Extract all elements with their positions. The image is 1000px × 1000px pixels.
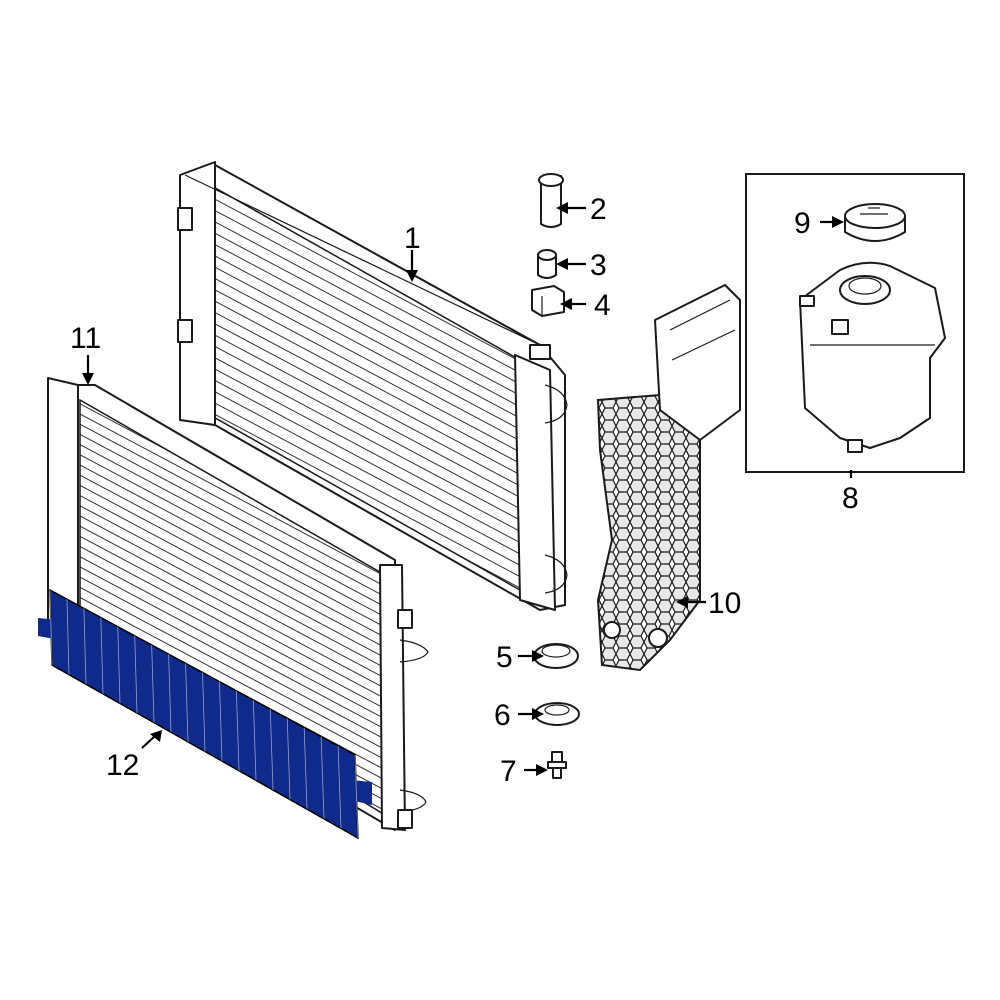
deflector-rib [219,681,223,762]
deflector-rib [269,709,274,790]
deflector-rib [320,736,325,819]
deflector-rib [66,599,70,675]
reservoir-group-box [745,173,965,473]
deflector-rib [337,745,342,829]
callout-3: 3 [590,249,607,282]
leader-lines [82,202,853,776]
deflector-rib [252,699,257,781]
deflector-rib [168,654,172,733]
deflector-rib [235,690,240,771]
deflector-rib [100,617,104,694]
grommet-part-5 [533,643,579,669]
bolt-part-7 [547,751,567,779]
deflector-rib [49,589,53,666]
callout-7: 7 [500,755,517,788]
deflector-rib [185,663,189,742]
deflector-rib [286,718,291,800]
callout-6: 6 [494,699,511,732]
callout-11: 11 [70,322,101,355]
callout-9: 9 [794,207,811,240]
deflector-rib [117,626,121,704]
reservoir-cap [844,203,906,242]
callout-1: 1 [404,222,421,255]
bracket-part-4 [531,285,565,317]
callout-10: 10 [708,587,741,620]
radiator [177,161,568,611]
deflector-rib [354,754,359,839]
callout-12: 12 [106,749,139,782]
air-deflector-highlighted [38,588,372,840]
deflector-rib [151,644,155,723]
callout-2: 2 [590,193,607,226]
callout-8: 8 [842,482,859,515]
deflector-rib [134,635,138,714]
support-bracket [596,284,741,672]
deflector-rib [83,608,87,685]
deflector-rib [202,672,206,752]
bushing-part-3 [537,249,557,279]
callout-4: 4 [594,289,611,322]
callout-5: 5 [496,641,513,674]
condenser [47,377,429,831]
pin-part-2 [538,173,564,228]
expansion-reservoir [799,261,946,453]
deflector-rib [303,727,308,810]
